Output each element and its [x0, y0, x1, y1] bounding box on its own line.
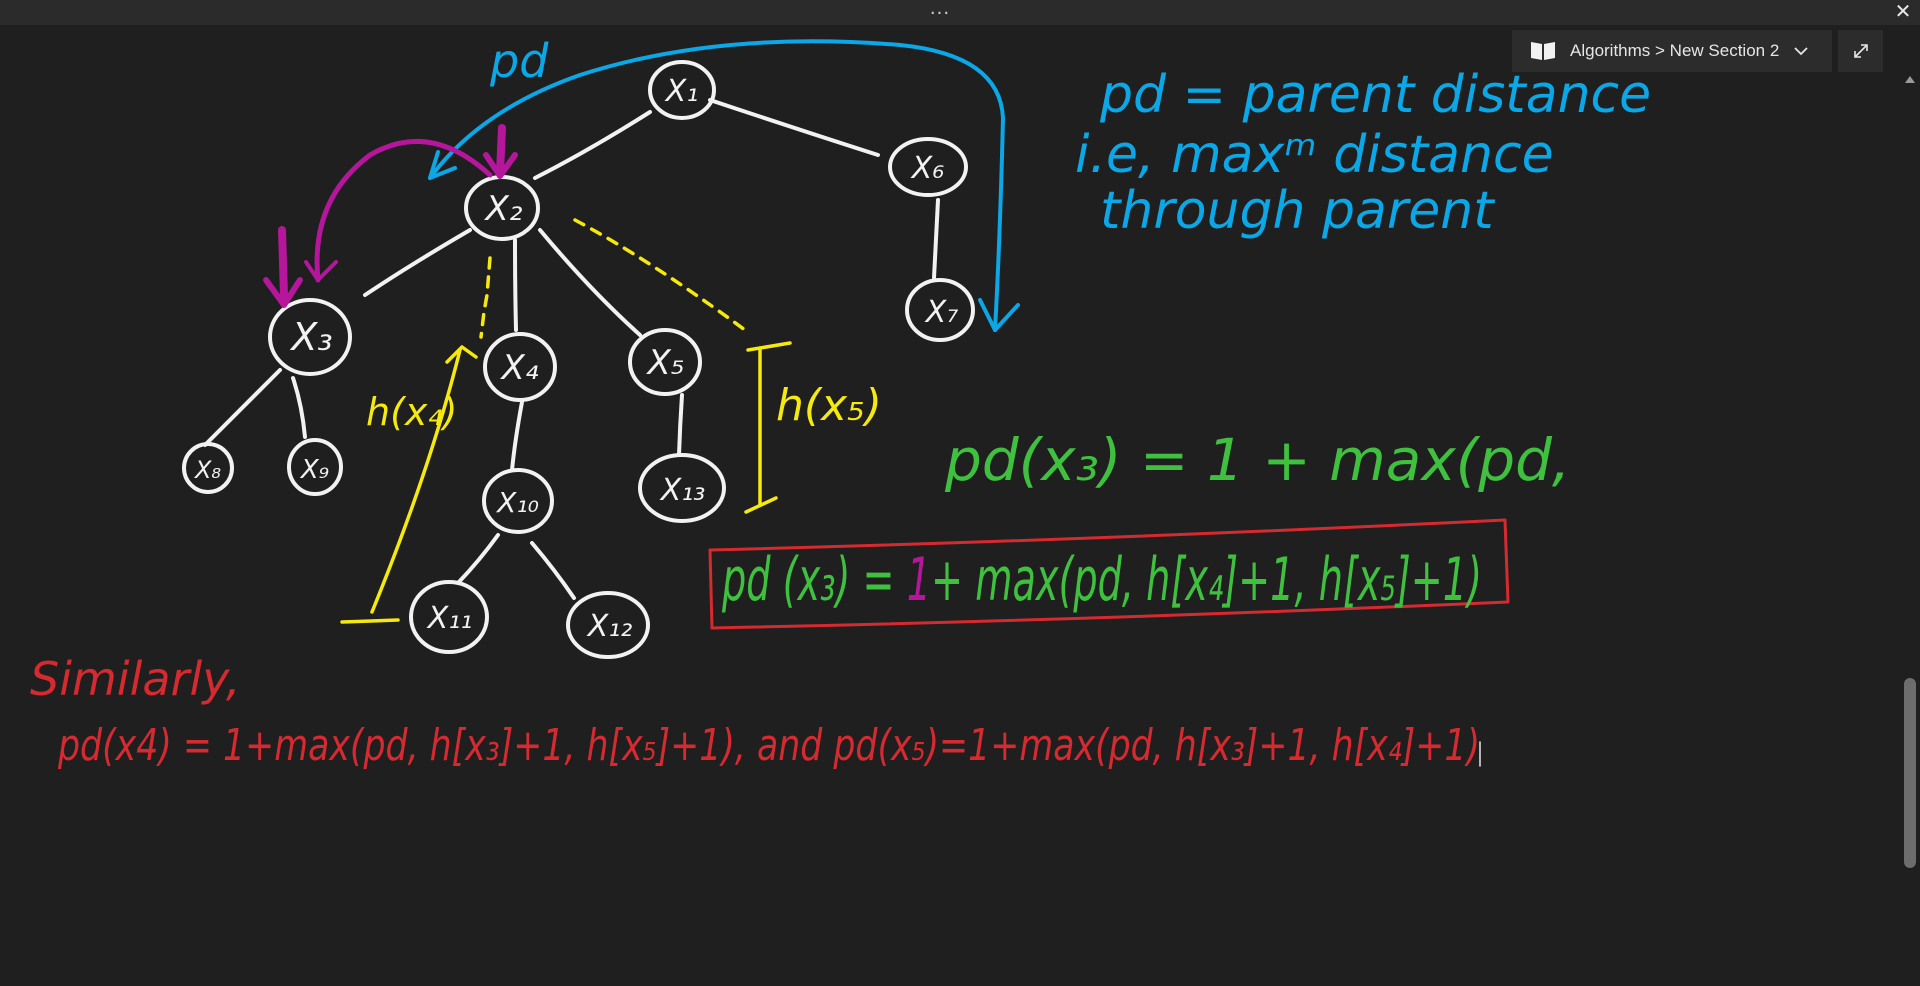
boxed-formula: pd (x₃) = 1+ max(pd, h[x₄]+1, h[x₅]+1): [721, 545, 1482, 615]
tree-node-labels: X₁ X₂ X₆ X₇ X₃ X₄ X₅ X₈ X₉ X₁₀ X₁₃ X₁₁ X…: [193, 74, 958, 644]
h-x4-label: h(x₄): [366, 390, 457, 434]
node-x6-label: X₆: [910, 151, 945, 186]
definition-notes: pd = parent distance i.e, maxᵐ distance …: [1075, 65, 1651, 241]
node-x3-circle: [268, 298, 352, 376]
breadcrumb-label: Algorithms > New Section 2: [1570, 41, 1780, 60]
boxed-formula-rhs: + max(pd, h[x₄]+1, h[x₅]+1): [931, 545, 1482, 615]
tree-node-circles: [182, 60, 975, 659]
formula-box: [708, 518, 1510, 630]
node-x11-label: X₁₁: [426, 601, 473, 636]
node-x7-circle: [905, 278, 975, 342]
node-x2-label: X₂: [484, 189, 523, 229]
ink-canvas[interactable]: X₁ X₂ X₆ X₇ X₃ X₄ X₅ X₈ X₉ X₁₀ X₁₃ X₁₁ X…: [0, 25, 1900, 986]
boxed-formula-one: 1: [907, 545, 931, 615]
definition-line-1: pd = parent distance: [1099, 65, 1651, 125]
node-x1-label: X₁: [664, 74, 699, 109]
boxed-formula-lhs: pd (x₃) =: [721, 545, 906, 615]
node-x13-circle: [638, 453, 726, 523]
node-x12-circle: [566, 591, 650, 659]
vertical-scrollbar[interactable]: [1900, 72, 1920, 986]
similarly-label: Similarly,: [30, 652, 241, 706]
expand-button[interactable]: [1838, 30, 1883, 72]
green-partial-formula: pd(x₃) = 1 + max(pd,: [944, 426, 1570, 494]
definition-line-3: through parent: [1100, 181, 1495, 241]
magenta-arrows: [263, 124, 518, 308]
node-x13-label: X₁₃: [659, 473, 706, 508]
node-x11-circle: [409, 580, 489, 654]
node-x8-circle: [182, 442, 234, 494]
node-x4-label: X₄: [500, 348, 539, 388]
definition-line-2: i.e, maxᵐ distance: [1075, 125, 1554, 185]
section-breadcrumb[interactable]: Algorithms > New Section 2: [1512, 30, 1832, 72]
node-x10-circle: [482, 468, 554, 534]
node-x7-label: X₇: [924, 295, 959, 330]
node-x4-circle: [483, 332, 557, 402]
chevron-down-icon[interactable]: [1793, 45, 1809, 57]
yellow-annotations: [340, 218, 792, 624]
node-x8-label: X₈: [193, 456, 221, 484]
bottom-formula: pd(x4) = 1+max(pd, h[x₃]+1, h[x₅]+1), an…: [57, 720, 1480, 771]
close-button[interactable]: ✕: [1894, 0, 1912, 23]
tree-edges: [203, 98, 940, 600]
node-x9-circle: [287, 438, 343, 496]
node-x6-circle: [888, 137, 968, 197]
expand-icon: [1853, 44, 1868, 58]
node-x9-label: X₉: [299, 455, 329, 485]
ink-drawing: X₁ X₂ X₆ X₇ X₃ X₄ X₅ X₈ X₉ X₁₀ X₁₃ X₁₁ X…: [30, 34, 1651, 771]
node-x12-label: X₁₂: [586, 609, 633, 644]
title-bar: ... ✕: [0, 0, 1920, 25]
node-x10-label: X₁₀: [495, 486, 539, 519]
scroll-up-arrow[interactable]: [1905, 76, 1915, 83]
scrollbar-thumb[interactable]: [1904, 678, 1916, 868]
pd-arrow-label: pd: [489, 34, 549, 88]
more-options-icon[interactable]: ...: [929, 0, 951, 19]
node-x3-label: X₃: [289, 315, 332, 359]
pd-arrow: [428, 39, 1020, 332]
notebook-icon: [1531, 42, 1555, 60]
node-x5-circle: [628, 328, 702, 396]
node-x5-label: X₅: [646, 343, 685, 383]
node-x1-circle: [648, 60, 716, 120]
h-x5-label: h(x₅): [776, 380, 882, 431]
